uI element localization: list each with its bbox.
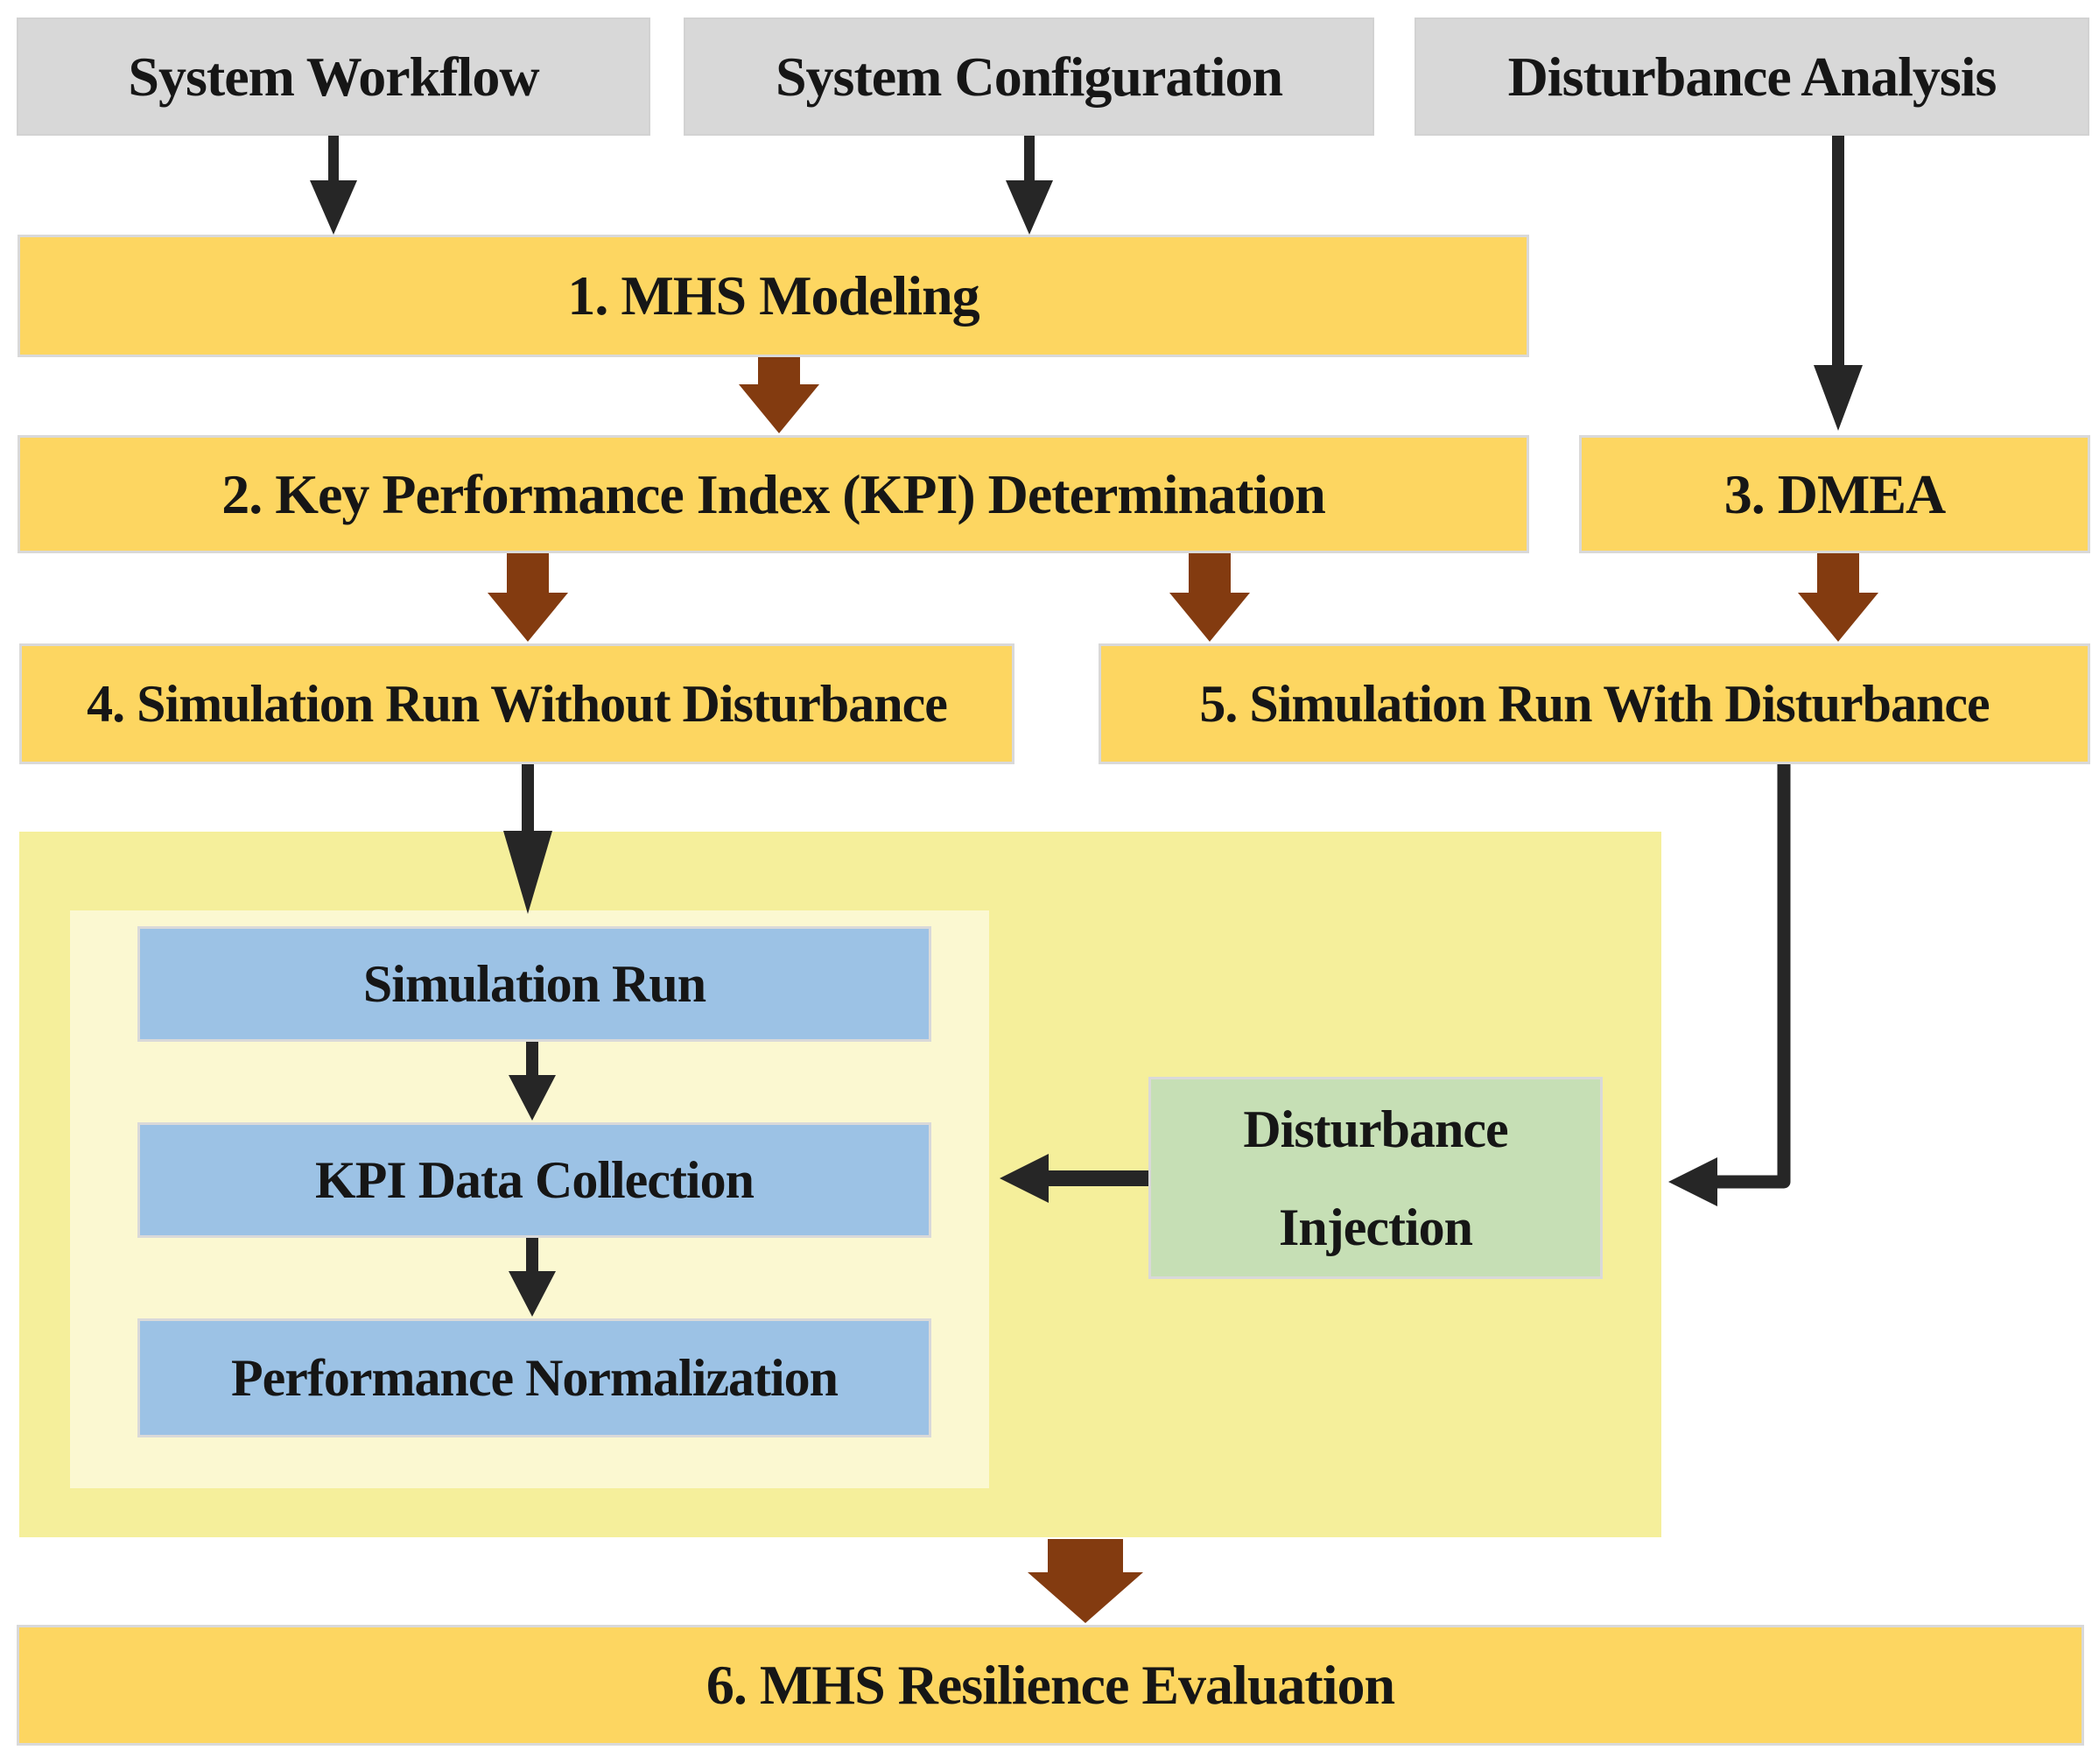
arrow-step1-to-step2 — [739, 357, 819, 433]
step2-label: 2. Key Performance Index (KPI) Determina… — [221, 462, 1326, 525]
arrow-step2-to-step5 — [1169, 553, 1250, 642]
arrow-step3-to-step5 — [1798, 553, 1878, 642]
step4-simulation-without-disturbance-box: 4. Simulation Run Without Disturbance — [19, 643, 1014, 764]
simulation-run-label: Simulation Run — [362, 954, 706, 1013]
step2-kpi-determination-box: 2. Key Performance Index (KPI) Determina… — [18, 435, 1529, 553]
simulation-run-box: Simulation Run — [137, 926, 931, 1042]
input-system-configuration-label: System Configuration — [775, 45, 1283, 108]
performance-normalization-label: Performance Normalization — [230, 1348, 839, 1407]
input-system-workflow-label: System Workflow — [128, 45, 539, 108]
step1-label: 1. MHS Modeling — [567, 264, 979, 327]
arrow-step5-to-simulation-loop-line — [1717, 764, 1791, 1189]
arrow-disturbance-analysis-to-dmea — [1814, 136, 1863, 431]
step5-simulation-with-disturbance-box: 5. Simulation Run With Disturbance — [1099, 643, 2090, 764]
kpi-data-collection-label: KPI Data Collection — [315, 1150, 755, 1209]
step4-label: 4. Simulation Run Without Disturbance — [87, 674, 948, 733]
step6-mhs-resilience-evaluation-box: 6. MHS Resilience Evaluation — [17, 1625, 2084, 1746]
disturbance-injection-label-line1: Disturbance — [1243, 1100, 1508, 1158]
step1-mhs-modeling-box: 1. MHS Modeling — [18, 235, 1529, 357]
arrow-loop-to-step6 — [1028, 1539, 1143, 1623]
performance-normalization-box: Performance Normalization — [137, 1318, 931, 1437]
arrow-system-workflow-to-mhs-modeling — [310, 136, 357, 235]
input-disturbance-analysis-label: Disturbance Analysis — [1507, 45, 1997, 108]
input-system-workflow-box: System Workflow — [17, 18, 650, 136]
disturbance-injection-box: Disturbance Injection — [1148, 1077, 1603, 1279]
disturbance-injection-label-line2: Injection — [1279, 1198, 1473, 1256]
arrow-step2-to-step4 — [488, 553, 568, 642]
kpi-data-collection-box: KPI Data Collection — [137, 1122, 931, 1238]
input-disturbance-analysis-box: Disturbance Analysis — [1415, 18, 2089, 136]
arrow-step5-to-simulation-loop-head — [1668, 1157, 1717, 1206]
step5-label: 5. Simulation Run With Disturbance — [1199, 674, 1990, 733]
step6-label: 6. MHS Resilience Evaluation — [706, 1654, 1395, 1717]
step3-label: 3. DMEA — [1723, 462, 1947, 525]
input-system-configuration-box: System Configuration — [684, 18, 1374, 136]
step3-dmea-box: 3. DMEA — [1579, 435, 2090, 553]
arrow-system-configuration-to-mhs-modeling — [1006, 136, 1053, 235]
